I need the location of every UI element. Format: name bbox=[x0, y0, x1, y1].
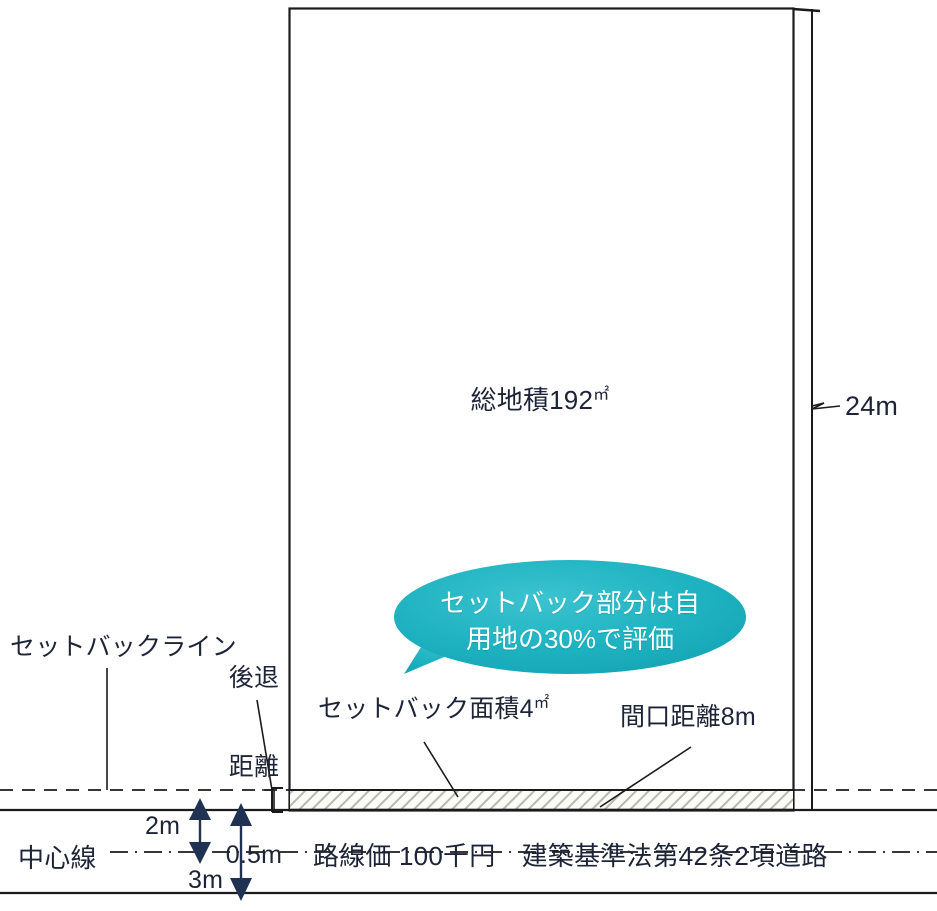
depth-dimension-label: 24m bbox=[845, 391, 899, 421]
setback-hatch-strip bbox=[290, 790, 793, 810]
square-meter-unit: ㎡ bbox=[533, 694, 550, 712]
recess-distance-leader bbox=[256, 699, 273, 791]
land-parcel-outline bbox=[288, 7, 795, 812]
dim-3m-arrow-up bbox=[230, 803, 252, 826]
recess-distance-label-line2: 距離 bbox=[228, 752, 280, 781]
recess-distance-label-line1: 後退 bbox=[228, 664, 280, 692]
dim-2m-arrow-up bbox=[189, 798, 211, 820]
road-centerline-label: 中心線 bbox=[18, 843, 97, 873]
callout-text: セットバック部分は自 用地の30%で評価 bbox=[439, 588, 700, 654]
depth-label-leader bbox=[811, 402, 841, 410]
total-area-label: 総地積192㎡ bbox=[470, 385, 610, 415]
setback-area-label: セットバック面積4㎡ bbox=[318, 694, 550, 723]
callout-bubble bbox=[394, 560, 746, 674]
setback-line-label: セットバックライン bbox=[10, 633, 237, 661]
road-info-label: 路線価 100千円 建築基準法第42条2項道路 bbox=[313, 841, 828, 871]
dim-2m-arrow-down bbox=[189, 842, 211, 864]
frontage-leader bbox=[599, 746, 692, 808]
depth-dimension-tick-top bbox=[792, 7, 821, 13]
dimension-3m-label: 3m bbox=[188, 866, 224, 894]
square-meter-unit: ㎡ bbox=[593, 385, 610, 404]
recess-distance-label: 後退 距離 0.5m bbox=[218, 605, 290, 911]
recess-distance-label-line3: 0.5m bbox=[225, 841, 283, 869]
setback-depth-bracket bbox=[271, 787, 283, 813]
frontage-label: 間口距離8m bbox=[620, 703, 756, 731]
dimension-2m-label: 2m bbox=[145, 812, 181, 840]
setback-depth-bracket-inner bbox=[262, 789, 275, 811]
dim-3m-arrow-down bbox=[230, 878, 252, 901]
setback-area-leader bbox=[423, 741, 459, 798]
